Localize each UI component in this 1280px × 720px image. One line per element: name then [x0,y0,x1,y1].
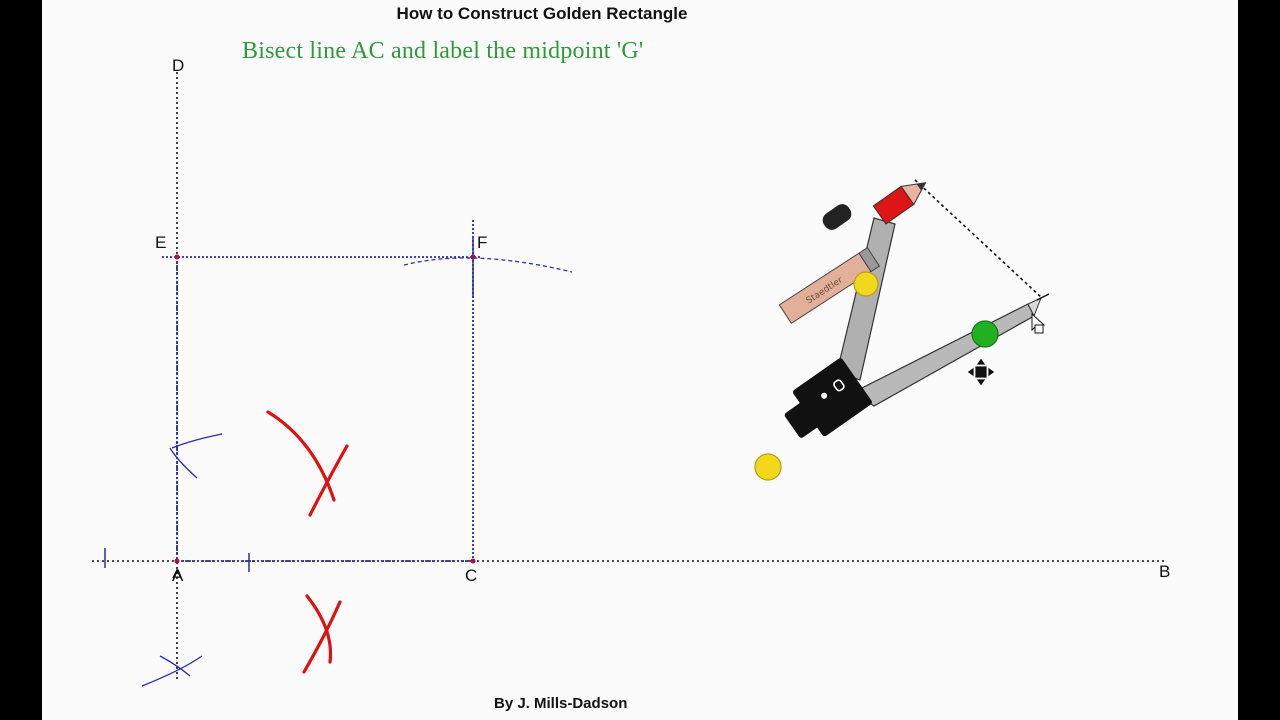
compass-radius-line [914,179,1043,299]
arc-f [403,257,573,273]
instruction-text: Bisect line AC and label the midpoint 'G… [242,38,644,64]
perpendicular-arcs [141,433,223,687]
point-label-d: D [172,56,185,75]
move-cursor-icon [966,357,996,387]
bisector-arcs [266,410,349,674]
point-label-c: C [465,566,478,585]
point-label-b: B [1159,562,1171,581]
baseline-ticks [104,238,474,572]
arrow-a [172,568,182,579]
compass-pivot-green [971,320,999,348]
point-markers [174,254,476,564]
pointer-cursor-icon [1031,312,1046,334]
point-label-f: F [477,233,488,252]
compass-pencil-cap [872,182,927,225]
square-aefc [162,220,482,562]
drawing-canvas[interactable]: How to Construct Golden Rectangle Bisect… [42,0,1238,720]
compass-handle-yellow-top [853,271,879,297]
compass-pencil-leg [836,217,896,381]
compass-hinge [784,358,872,438]
author-credit: By J. Mills-Dadson [494,695,628,712]
point-label-e: E [155,233,167,252]
page-title: How to Construct Golden Rectangle [396,4,688,23]
compass-needle-leg [852,303,1035,407]
compass-tool[interactable]: Staedtler [754,174,1050,481]
compass-handle-yellow-bottom [754,453,782,481]
construction-drawing: Staedtler [92,72,1166,687]
point-label-a: A [172,566,184,585]
